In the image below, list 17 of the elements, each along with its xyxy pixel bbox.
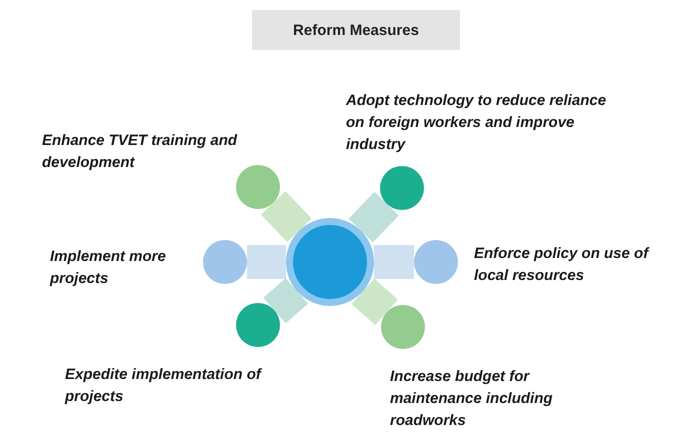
measure-text: Adopt technology to reduce reliance on foreign workers and improve industry [346,91,608,155]
end-circle [203,240,247,284]
measure-text: Increase budget for maintenance including roadworks [390,367,554,431]
spoke-bar [352,278,398,326]
spoke-bar [263,278,308,324]
end-circle [414,240,458,284]
measure-text: Implement more projects [50,247,167,289]
spoke-bar [260,191,312,242]
measure-text: Enforce policy on use of local resources [474,244,650,286]
measure-text: Enhance TVET training and development [42,131,238,173]
end-circle [381,305,425,349]
end-circle [380,166,424,210]
measure-text: Expedite implementation of projects [65,365,263,407]
end-circle [236,165,280,209]
end-circle [236,303,280,347]
title-banner: Reform Measures [252,10,460,50]
spoke-bar [348,192,399,242]
